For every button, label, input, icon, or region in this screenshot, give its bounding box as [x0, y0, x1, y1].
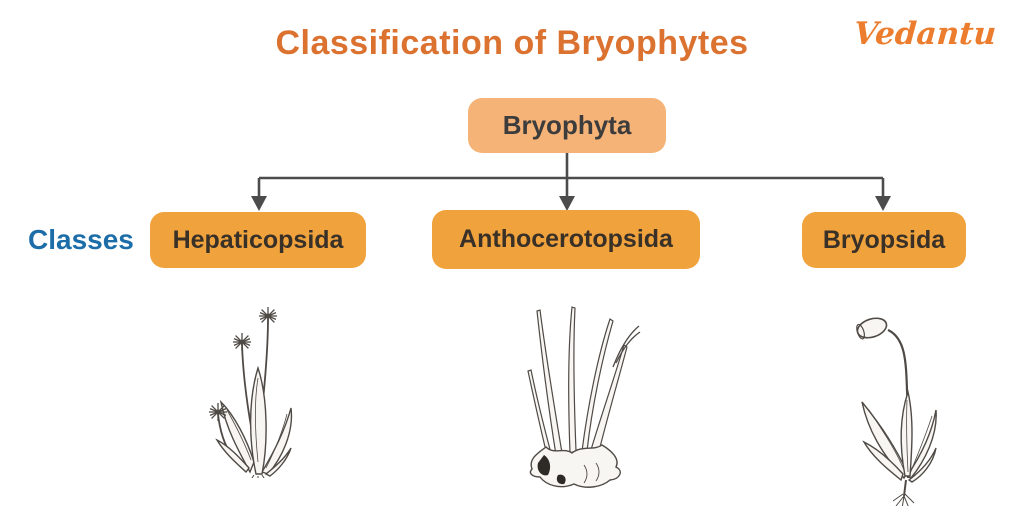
anthoceros-hornwort-sketch-illustration [492, 287, 648, 493]
class-node-anthocerotopsida: Anthocerotopsida [432, 210, 700, 269]
classes-label: Classes [28, 224, 134, 255]
arrowhead-center [559, 196, 575, 211]
class-node-bryopsida: Bryopsida [802, 212, 966, 268]
arrowhead-left [251, 196, 267, 211]
class-node-hepaticopsida: Hepaticopsida [150, 212, 366, 268]
arrowhead-right [875, 196, 891, 211]
root-node-bryophyta: Bryophyta [468, 98, 666, 153]
marchantia-liverwort-sketch-illustration [208, 306, 320, 478]
page-title: Classification of Bryophytes [275, 24, 749, 62]
moss-with-capsule-sketch-illustration [812, 286, 938, 506]
vedantu-logo: Vedantu [852, 16, 998, 52]
